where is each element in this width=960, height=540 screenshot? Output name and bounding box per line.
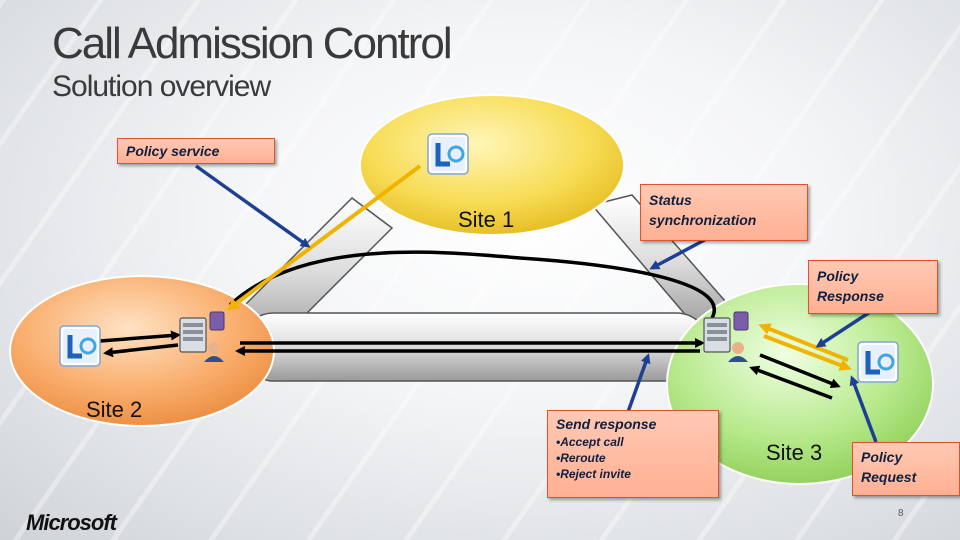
client-arrow-site3-out [759,353,841,389]
list-item: Reroute [556,450,710,466]
site2-label: Site 2 [86,397,143,422]
send-response-list: Accept call Reroute Reject invite [556,434,710,482]
server-user-icon [703,311,749,362]
policy-request-arrow [763,334,852,371]
callout-policy-response: Policy Response [808,260,938,314]
client-arrow-site3-in [749,365,833,400]
pointer-policy-service [194,164,311,248]
lync-icon [59,325,101,367]
server-user-icon [179,311,225,362]
pointer-status-sync [649,234,713,270]
pointer-policy-request [849,375,878,443]
lync-icon [857,341,899,383]
client-arrow-site2-in [103,343,179,358]
list-item: Accept call [556,434,710,450]
site1-ellipse [359,94,625,236]
callout-send-response: Send response Accept call Reroute Reject… [547,410,719,498]
callout-policy-request: Policy Request [852,442,960,496]
title-block: Call Admission Control Solution overview [52,19,453,104]
pointer-policy-response [815,310,871,348]
pointer-send-response [626,353,651,413]
client-arrow-site2-out [99,330,181,343]
callout-policy-service: Policy service [117,138,275,164]
callout-status-sync: Status synchronization [640,184,808,241]
policy-arrow-site1-to-site2 [226,164,422,311]
site1-label: Site 1 [458,207,515,232]
policy-response-arrow [758,323,849,362]
lync-icon [427,133,469,175]
microsoft-logo: Microsoft [26,510,117,535]
site3-ellipse [666,283,934,485]
status-sync-arc [228,250,716,319]
send-response-heading: Send response [556,416,657,432]
page-number: 8 [898,508,904,519]
slide-subtitle: Solution overview [52,70,271,103]
slide-title: Call Admission Control [52,19,453,68]
link-pipe-site2-site3 [239,312,711,382]
list-item: Reject invite [556,466,710,482]
site3-label: Site 3 [766,440,823,465]
